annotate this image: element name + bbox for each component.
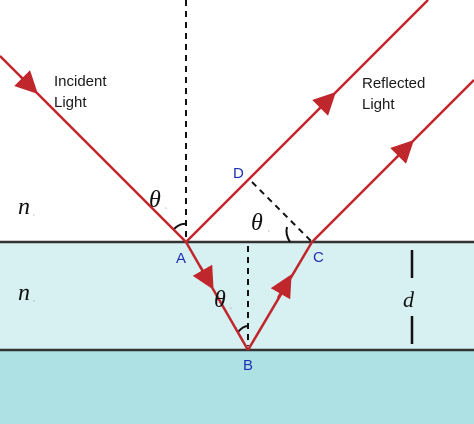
wavefront-dc bbox=[251, 181, 313, 243]
reflected-label-line2: Light bbox=[362, 96, 395, 113]
reflected-arrow-1 bbox=[312, 92, 336, 116]
refracted-ray-ab bbox=[184, 241, 250, 351]
angle-arc-reflected bbox=[285, 226, 291, 243]
point-b-label: B bbox=[243, 357, 253, 374]
angle-arc-refracted bbox=[237, 325, 249, 333]
upper-index-subscript: 1 bbox=[33, 213, 35, 217]
theta-incident-label: θ bbox=[149, 187, 161, 213]
angle-arc-incident bbox=[173, 222, 187, 230]
theta-reflected-subscript: 1 bbox=[268, 229, 270, 233]
bc-arrow bbox=[270, 274, 292, 300]
thickness-label: d bbox=[403, 287, 415, 312]
film-index-subscript: 2 bbox=[33, 299, 35, 303]
point-c-label: C bbox=[313, 249, 324, 266]
incident-label-line1: Incident bbox=[54, 73, 107, 90]
point-d-label: D bbox=[233, 165, 244, 182]
upper-medium bbox=[0, 0, 474, 242]
reflected-ray-1 bbox=[185, 0, 429, 243]
incident-label-line2: Light bbox=[54, 94, 87, 111]
theta-refracted-label: θ bbox=[214, 287, 226, 313]
point-a-label: A bbox=[176, 250, 186, 267]
theta-reflected-label: θ bbox=[251, 210, 263, 236]
upper-index-label: n bbox=[18, 194, 30, 220]
reflected-arrow-2 bbox=[390, 140, 414, 164]
substrate-layer bbox=[0, 350, 474, 424]
film-index-label: n bbox=[18, 280, 30, 306]
theta-refracted-subscript: 2 bbox=[230, 306, 232, 310]
theta-incident-subscript: 1 bbox=[165, 206, 167, 210]
incident-arrow bbox=[14, 70, 38, 94]
reflected-label-line1: Reflected bbox=[362, 75, 425, 92]
ab-arrow bbox=[192, 264, 214, 290]
